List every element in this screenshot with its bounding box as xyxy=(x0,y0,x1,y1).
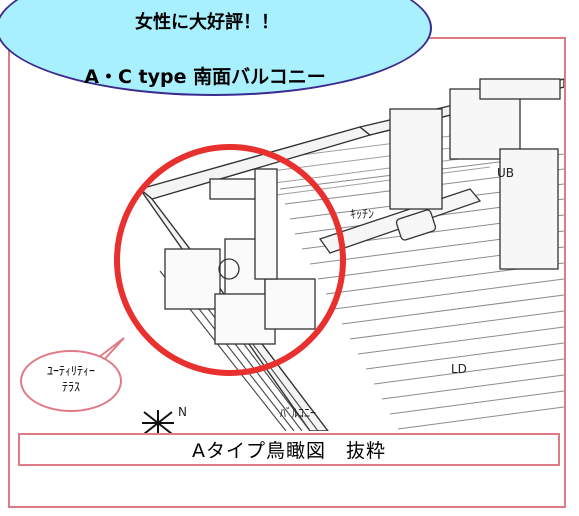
utility-terrace-callout: ﾕｰﾃｨﾘﾃｨｰ ﾃﾗｽ xyxy=(20,350,122,412)
living-dining-label: LD xyxy=(451,362,467,376)
caption-box: Aタイプ鳥瞰図 抜粋 xyxy=(18,433,560,466)
banner-headline: 女性に大好評！！ xyxy=(135,12,279,33)
floorplan-sketch xyxy=(114,78,564,431)
caption-text: Aタイプ鳥瞰図 抜粋 xyxy=(192,440,386,462)
balcony-label: ﾊﾞﾙｺﾆｰ xyxy=(280,406,317,420)
highlight-circle xyxy=(114,144,346,376)
compass-icon xyxy=(142,410,174,436)
callout-line1: ﾕｰﾃｨﾘﾃｨｰ xyxy=(46,364,95,378)
banner-subtitle: A・C type 南面バルコニー xyxy=(84,66,326,88)
kitchen-label: ｷｯﾁﾝ xyxy=(350,207,375,221)
callout-line2: ﾃﾗｽ xyxy=(61,380,80,394)
north-label: N xyxy=(178,405,187,419)
bath-label: UB xyxy=(497,166,515,180)
